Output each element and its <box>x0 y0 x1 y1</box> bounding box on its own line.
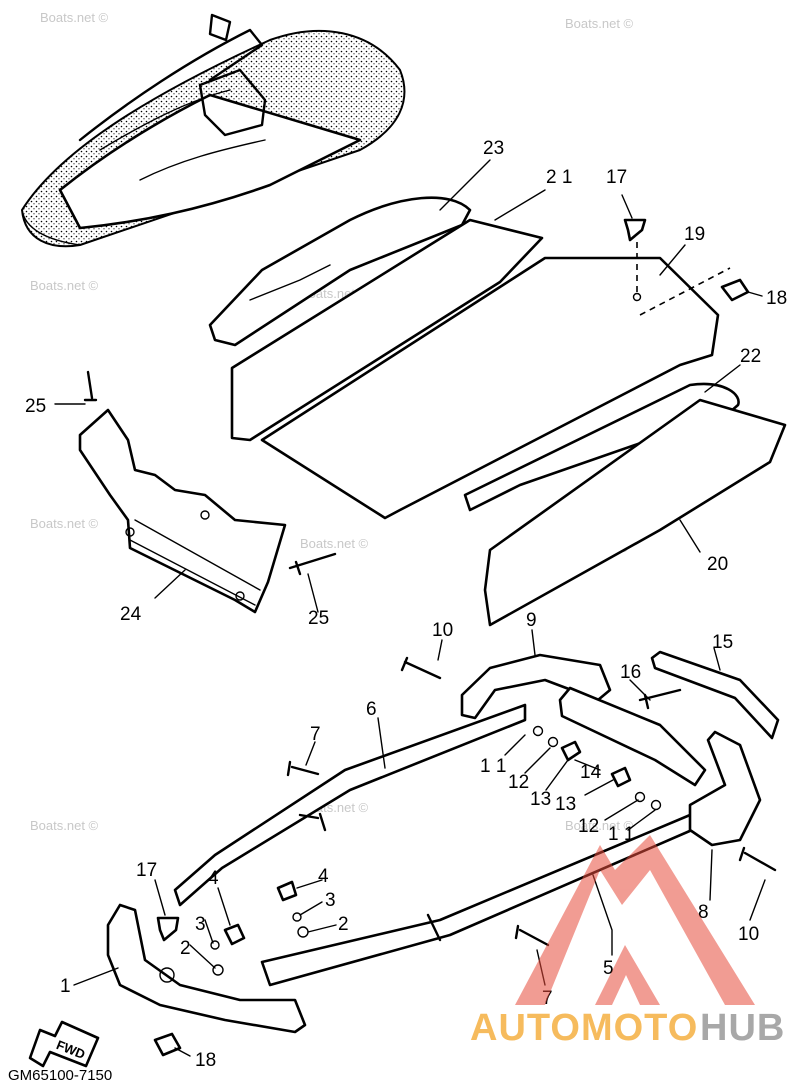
callout-19: 19 <box>684 224 705 245</box>
watermark-text: Boats.net © <box>30 278 99 293</box>
bolt-icon <box>514 924 550 947</box>
callout-14: 14 <box>580 762 602 783</box>
watermark-text: Boats.net © <box>565 818 634 833</box>
callout-13: 13 <box>530 789 551 810</box>
rail-14 <box>558 686 707 787</box>
callout-11: 1 1 <box>480 756 506 777</box>
callout-20: 20 <box>707 554 728 575</box>
nut-icon <box>560 740 582 762</box>
brand-text-part1: AUTOMOTO <box>470 1007 698 1049</box>
rail-6 <box>173 703 527 907</box>
washer-icon <box>292 912 302 922</box>
watermark-text: Boats.net © <box>30 818 99 833</box>
bracket-24 <box>78 408 287 614</box>
callout-3: 3 <box>325 890 336 911</box>
fasteners <box>153 218 777 1057</box>
washer-icon <box>632 292 642 302</box>
watermark-text: Boats.net © <box>565 16 634 31</box>
washer-icon <box>210 940 220 950</box>
nut-icon <box>720 278 750 302</box>
watermark-text: Boats.net © <box>40 10 109 25</box>
bolt-icon <box>400 656 442 680</box>
callout-15: 15 <box>712 632 733 653</box>
callout-4: 4 <box>208 868 219 889</box>
washer-icon <box>297 926 309 938</box>
logo-mountain-icon <box>515 835 755 1005</box>
callout-10: 10 <box>738 924 759 945</box>
rivet-icon <box>288 552 337 576</box>
brand-wordmark: AUTOMOTO HUB <box>470 1007 785 1049</box>
rivet-icon <box>83 370 98 402</box>
mat-23 <box>208 196 472 347</box>
callout-11: 1 1 <box>608 824 634 845</box>
callout-17: 17 <box>606 167 627 188</box>
jet-ski-overview <box>21 13 406 248</box>
callout-12: 12 <box>578 816 599 837</box>
leader-lines <box>54 159 766 1057</box>
callout-8: 8 <box>698 902 709 923</box>
bolt-icon <box>738 846 777 872</box>
washer-icon <box>650 799 662 811</box>
callout-6: 6 <box>366 699 377 720</box>
fwd-arrow-icon: FWD <box>28 1020 100 1068</box>
grommet-icon <box>156 916 180 942</box>
grommet-icon <box>623 218 647 242</box>
callout-22: 22 <box>740 346 761 367</box>
callout-25: 25 <box>25 396 46 417</box>
nut-icon <box>153 1032 182 1057</box>
watermark-text: Boats.net © <box>30 516 99 531</box>
rail-15 <box>650 650 780 740</box>
mat-21 <box>230 218 544 442</box>
mat-19 <box>260 256 720 520</box>
callout-4: 4 <box>318 866 329 887</box>
callout-5: 5 <box>603 958 614 979</box>
callout-12: 12 <box>508 772 529 793</box>
callout-21: 2 1 <box>546 167 572 188</box>
washer-icon <box>532 725 544 737</box>
nut-icon <box>223 923 246 946</box>
callout-23: 23 <box>483 138 504 159</box>
washer-icon <box>634 791 646 803</box>
diagram-code: GM65100-7150 <box>8 1067 112 1084</box>
washer-icon <box>212 964 224 976</box>
callout-13: 13 <box>555 794 576 815</box>
watermark-text: Boats.net © <box>300 536 369 551</box>
bracket-8 <box>688 730 762 847</box>
mat-20 <box>483 398 787 627</box>
callout-9: 9 <box>526 610 537 631</box>
washer-icon <box>547 736 559 748</box>
callout-24: 24 <box>120 604 142 625</box>
callout-18: 18 <box>195 1050 216 1071</box>
callout-10: 10 <box>432 620 453 641</box>
callout-2: 2 <box>180 938 191 959</box>
bolt-icon <box>638 688 682 710</box>
callout-1: 1 <box>60 976 71 997</box>
bolt-icon <box>286 760 320 777</box>
washer-icon <box>159 967 175 983</box>
callout-16: 16 <box>620 662 641 683</box>
callout-2: 2 <box>338 914 349 935</box>
automotohub-logo <box>515 835 755 1005</box>
nut-icon <box>610 766 632 788</box>
callout-numbers: 23 2 1 17 19 18 22 20 25 24 25 10 9 15 1… <box>25 138 787 1071</box>
callout-18: 18 <box>766 288 787 309</box>
bumper-1 <box>106 903 307 1034</box>
callout-17: 17 <box>136 860 157 881</box>
callout-7: 7 <box>310 724 321 745</box>
nut-icon <box>276 880 298 902</box>
brand-text-part2: HUB <box>700 1007 785 1049</box>
callout-25: 25 <box>308 608 329 629</box>
callout-3: 3 <box>195 914 206 935</box>
